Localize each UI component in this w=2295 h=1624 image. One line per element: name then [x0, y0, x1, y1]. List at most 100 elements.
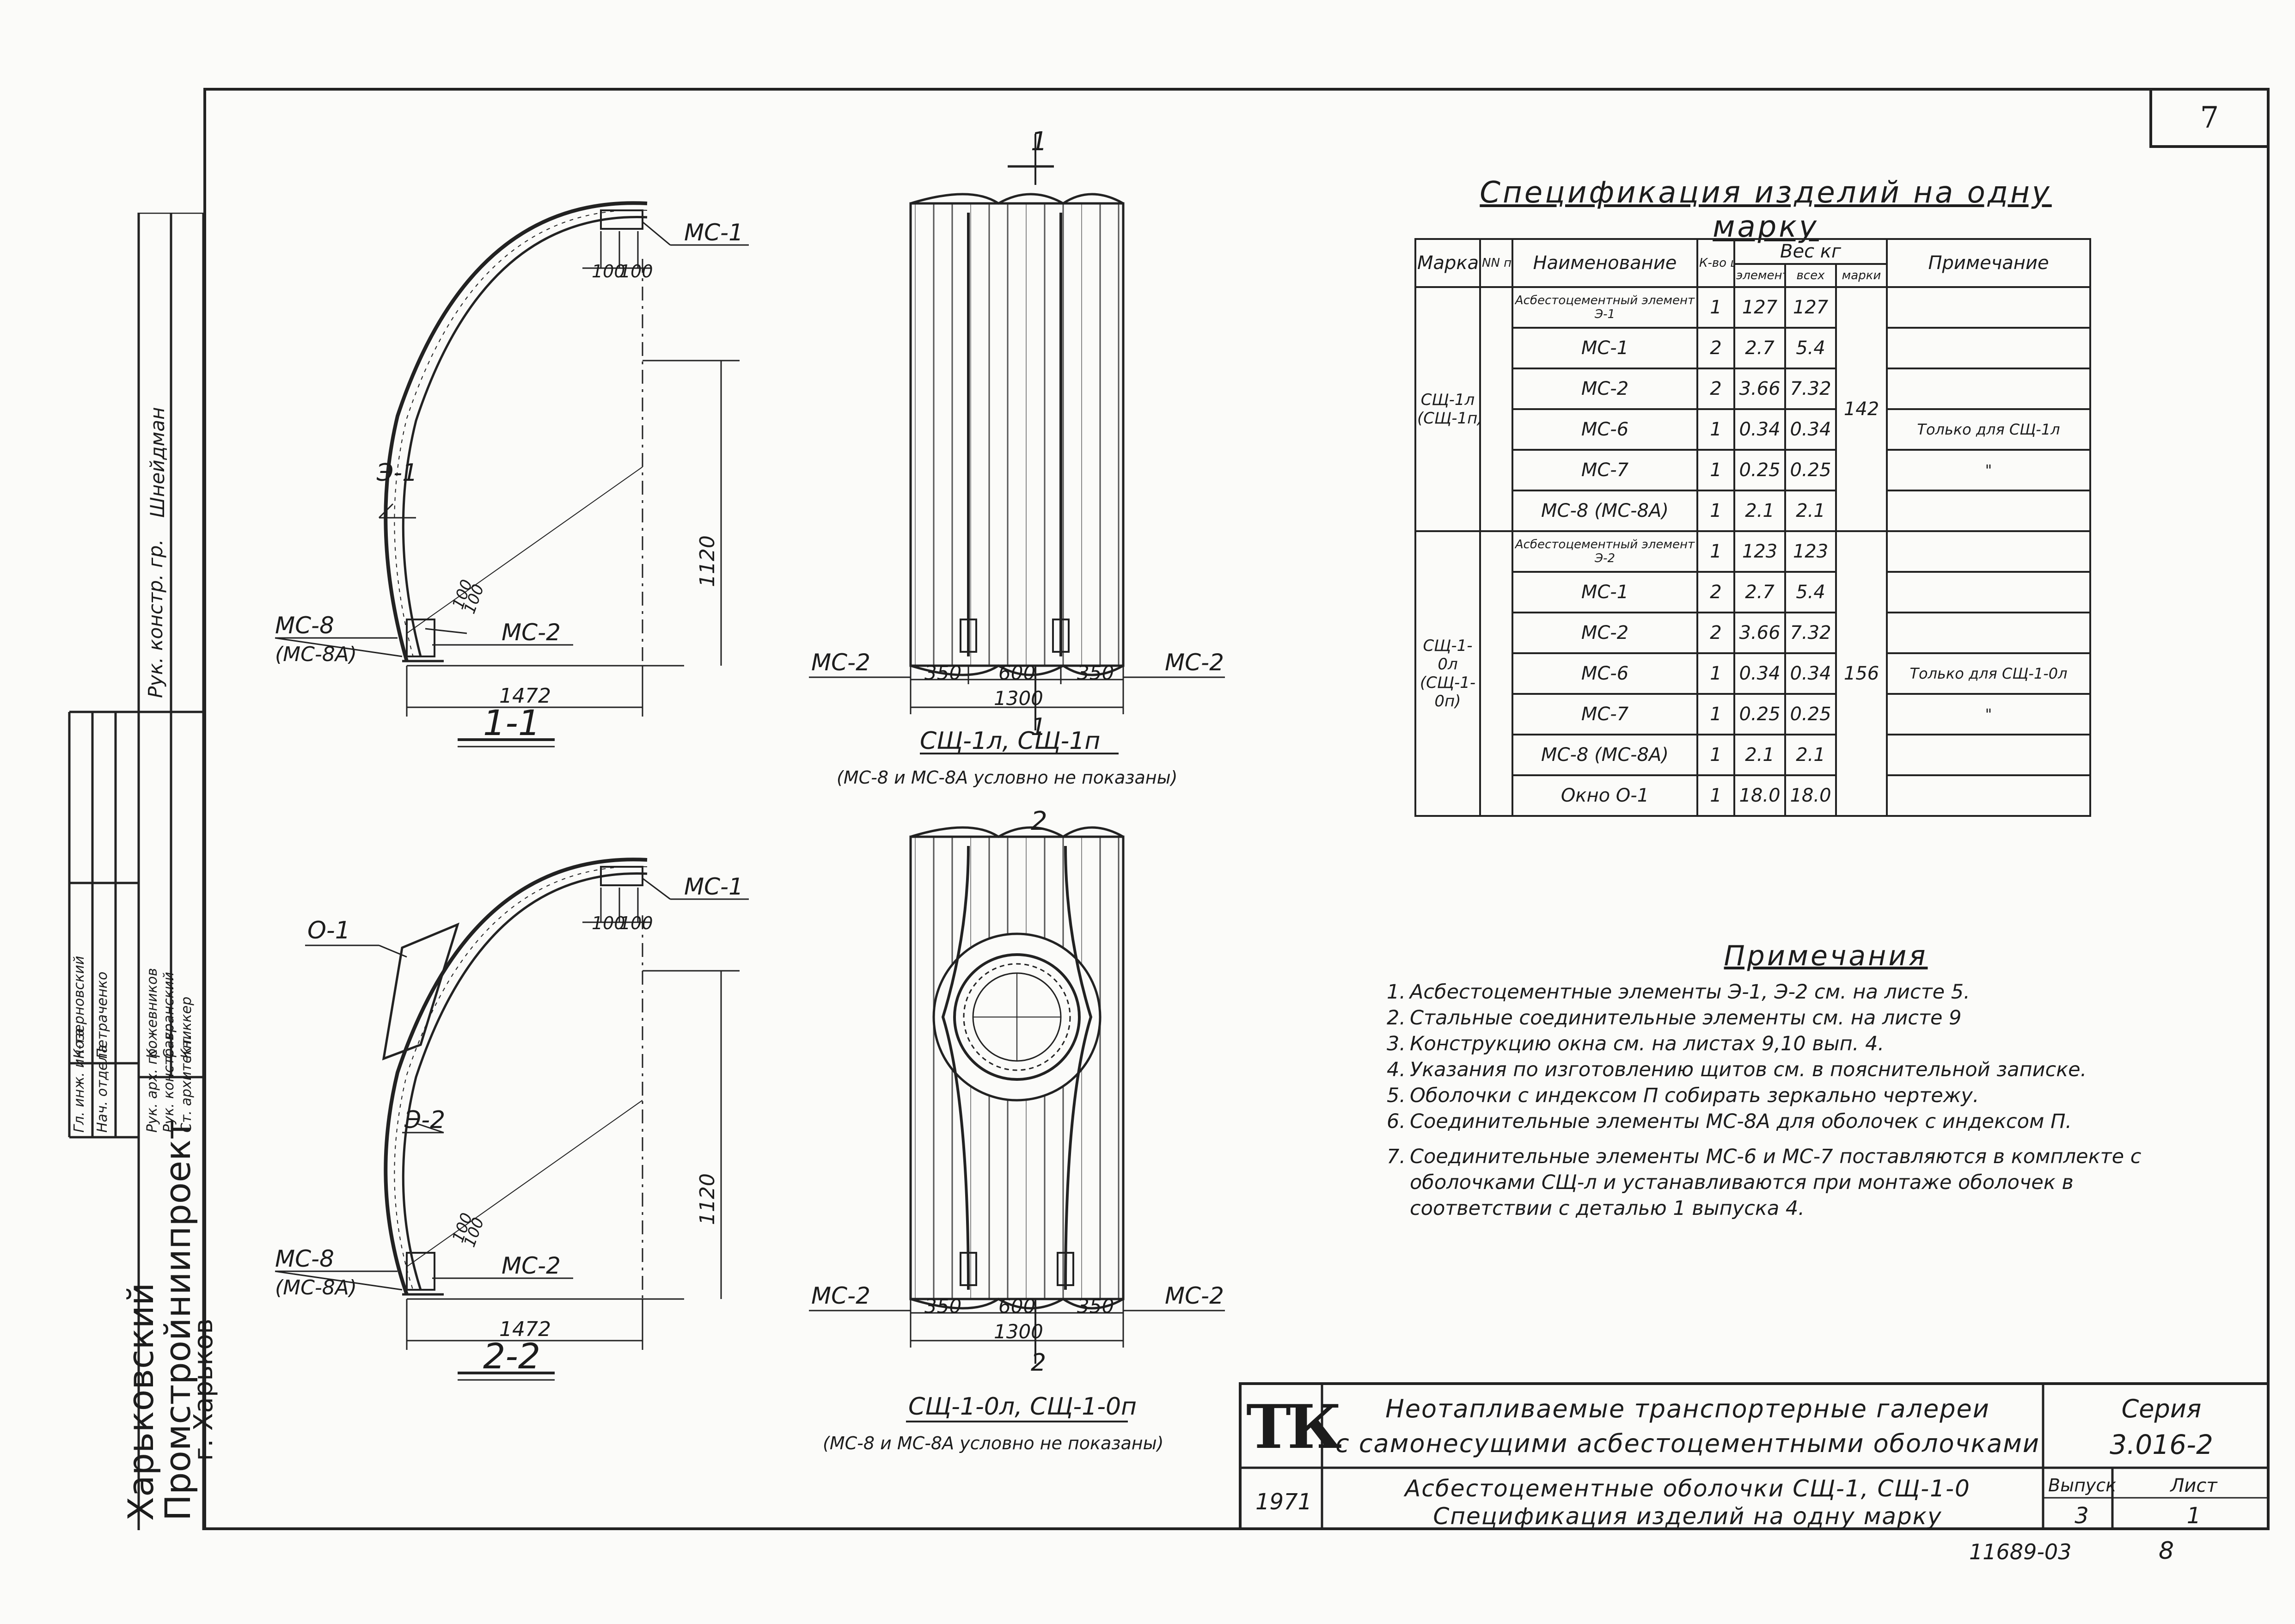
p1-ms2-left: МС-2 [811, 649, 870, 676]
g2-r2-name: МС-1 [1512, 571, 1698, 613]
g1-poz [1479, 286, 1513, 532]
g2-r3-w: 3.66 [1733, 612, 1786, 654]
g2-r4-all: 0.34 [1784, 652, 1837, 695]
g1-r4-name: МС-6 [1512, 408, 1698, 451]
note-item: 1.Асбестоцементные элементы Э-1, Э-2 см.… [1387, 979, 2173, 1005]
g2-r6-note [1886, 734, 2092, 776]
drawing-frame [203, 88, 2270, 1530]
g1-total: 142 [1835, 286, 1888, 532]
p1-dim-3: 350 [1077, 662, 1114, 684]
g2-r5-name: МС-7 [1512, 693, 1698, 735]
s1-ms8-label: МС-8 [275, 612, 334, 639]
list-label: Лист [2170, 1475, 2217, 1496]
note-number: 6. [1387, 1110, 1406, 1133]
th-weight: Вес кг [1733, 238, 1888, 265]
s2-dim-100b: 100 [619, 913, 653, 933]
note-text: Конструкцию окна см. на листах 9,10 вып.… [1410, 1032, 1885, 1055]
note-text: Соединительные элементы МС-6 и МС-7 пост… [1410, 1145, 2142, 1220]
g2-r3-all: 7.32 [1784, 612, 1837, 654]
table-row: МС-7 1 0.25 0.25 " [1415, 693, 2092, 735]
vypusk-value: 3 [2075, 1503, 2089, 1529]
note-number: 2. [1387, 1006, 1406, 1030]
year: 1971 [1255, 1489, 1312, 1515]
vypusk-label: Выпуск [2048, 1475, 2117, 1495]
g1-r3-w: 3.66 [1733, 368, 1786, 410]
g1-r6-name: МС-8 (МС-8А) [1512, 490, 1698, 532]
notes-block: Примечания 1.Асбестоцементные элементы Э… [1387, 942, 2173, 1221]
archive-code: 11689-03 [1969, 1539, 2072, 1564]
seria-value: 3.016-2 [2110, 1429, 2213, 1460]
g1-r6-qty: 1 [1696, 490, 1735, 532]
g2-r1-note [1886, 530, 2092, 573]
g2-r2-note [1886, 571, 2092, 613]
g1-r3-all: 7.32 [1784, 368, 1837, 410]
g2-r3-note [1886, 612, 2092, 654]
note-text: Асбестоцементные элементы Э-1, Э-2 см. н… [1410, 981, 1970, 1004]
g2-r4-name: МС-6 [1512, 652, 1698, 695]
g2-r5-w: 0.25 [1733, 693, 1786, 735]
g2-r7-all: 18.0 [1784, 774, 1837, 817]
g1-r5-w: 0.25 [1733, 449, 1786, 491]
g1-r1-name: Асбестоцементный элемент Э-1 [1512, 286, 1698, 329]
note-item: 6.Соединительные элементы МС-8А для обол… [1387, 1109, 2173, 1134]
note-number: 5. [1387, 1084, 1406, 1107]
list-value: 1 [2186, 1503, 2201, 1529]
g1-r5-all: 0.25 [1784, 449, 1837, 491]
g1-r2-all: 5.4 [1784, 327, 1837, 369]
table-row: СЩ-1л (СЩ-1п) Асбестоцементный элемент Э… [1414, 286, 2092, 532]
s2-element-label: Э-2 [404, 1106, 445, 1134]
subtitle-line-2: Спецификация изделий на одну марку [1433, 1503, 1942, 1530]
g1-r5-name: МС-7 [1512, 449, 1698, 491]
g1-r4-all: 0.34 [1784, 408, 1837, 451]
g1-r1-qty: 1 [1696, 286, 1735, 329]
s2-ms8a-label: (МС-8А) [275, 1276, 357, 1299]
s1-ms1-label: МС-1 [684, 219, 743, 246]
g1-r5-note: " [1886, 449, 2092, 491]
table-row: МС-7 1 0.25 0.25 " [1415, 449, 2092, 491]
th-all: всех [1784, 263, 1837, 288]
g2-r1-all: 123 [1784, 530, 1837, 573]
s2-ms2-label: МС-2 [502, 1252, 561, 1279]
title-block-grid [1239, 1382, 2270, 1530]
g2-r7-name: Окно О-1 [1512, 774, 1698, 817]
p1-subcaption: (МС-8 и МС-8А условно не показаны) [837, 767, 1177, 788]
table-row: Окно О-1 1 18.0 18.0 [1415, 774, 2092, 817]
g2-r6-all: 2.1 [1784, 734, 1837, 776]
note-text: Указания по изготовлению щитов см. в поя… [1410, 1058, 2087, 1081]
g2-r6-w: 2.1 [1733, 734, 1786, 776]
s1-height: 1120 [696, 535, 719, 587]
page-number: 8 [2159, 1537, 2174, 1565]
p2-cut-bottom: 2 [1031, 1349, 1046, 1377]
s2-ms1-label: МС-1 [684, 873, 743, 900]
p2-dim-2: 600 [998, 1295, 1035, 1318]
g1-r6-w: 2.1 [1733, 490, 1786, 532]
p2-ms2-left: МС-2 [811, 1282, 870, 1309]
table-row: МС-6 1 0.34 0.34 Только для СЩ-1-0л [1415, 652, 2092, 695]
side-stamp: Харьковский Промстройниипроект г. Харько… [65, 211, 219, 1530]
th-marki: марки [1835, 263, 1888, 288]
s2-width: 1472 [499, 1318, 551, 1341]
g1-r3-qty: 2 [1696, 368, 1735, 410]
g2-r4-note: Только для СЩ-1-0л [1886, 652, 2092, 695]
g1-r4-note: Только для СЩ-1л [1886, 408, 2092, 451]
g1-r2-name: МС-1 [1512, 327, 1698, 369]
g2-r2-qty: 2 [1696, 571, 1735, 613]
title-block: ТК 1971 Неотапливаемые транспортерные га… [1239, 1382, 2270, 1530]
table-row: МС-8 (МС-8А) 1 2.1 2.1 [1415, 490, 2092, 532]
g1-r3-note [1886, 368, 2092, 410]
s1-width: 1472 [499, 684, 551, 708]
g2-r6-qty: 1 [1696, 734, 1735, 776]
g2-r2-all: 5.4 [1784, 571, 1837, 613]
table-row: МС-2 2 3.66 7.32 [1415, 612, 2092, 654]
spec-table: Марка NN поз. Наименование К-во шт. Вес … [1414, 238, 2092, 817]
th-name: Наименование [1512, 238, 1698, 288]
g1-r4-qty: 1 [1696, 408, 1735, 451]
s1-dim-100a: 100 [592, 261, 625, 282]
g2-r7-qty: 1 [1696, 774, 1735, 817]
p2-subcaption: (МС-8 и МС-8А условно не показаны) [823, 1433, 1163, 1453]
title-line-2: с самонесущими асбестоцементными оболочк… [1335, 1429, 2040, 1458]
p2-cut-top: 2 [1031, 806, 1047, 836]
p2-ms2-right: МС-2 [1165, 1282, 1224, 1309]
g2-r7-w: 18.0 [1733, 774, 1786, 817]
g1-r1-w: 127 [1733, 286, 1786, 329]
